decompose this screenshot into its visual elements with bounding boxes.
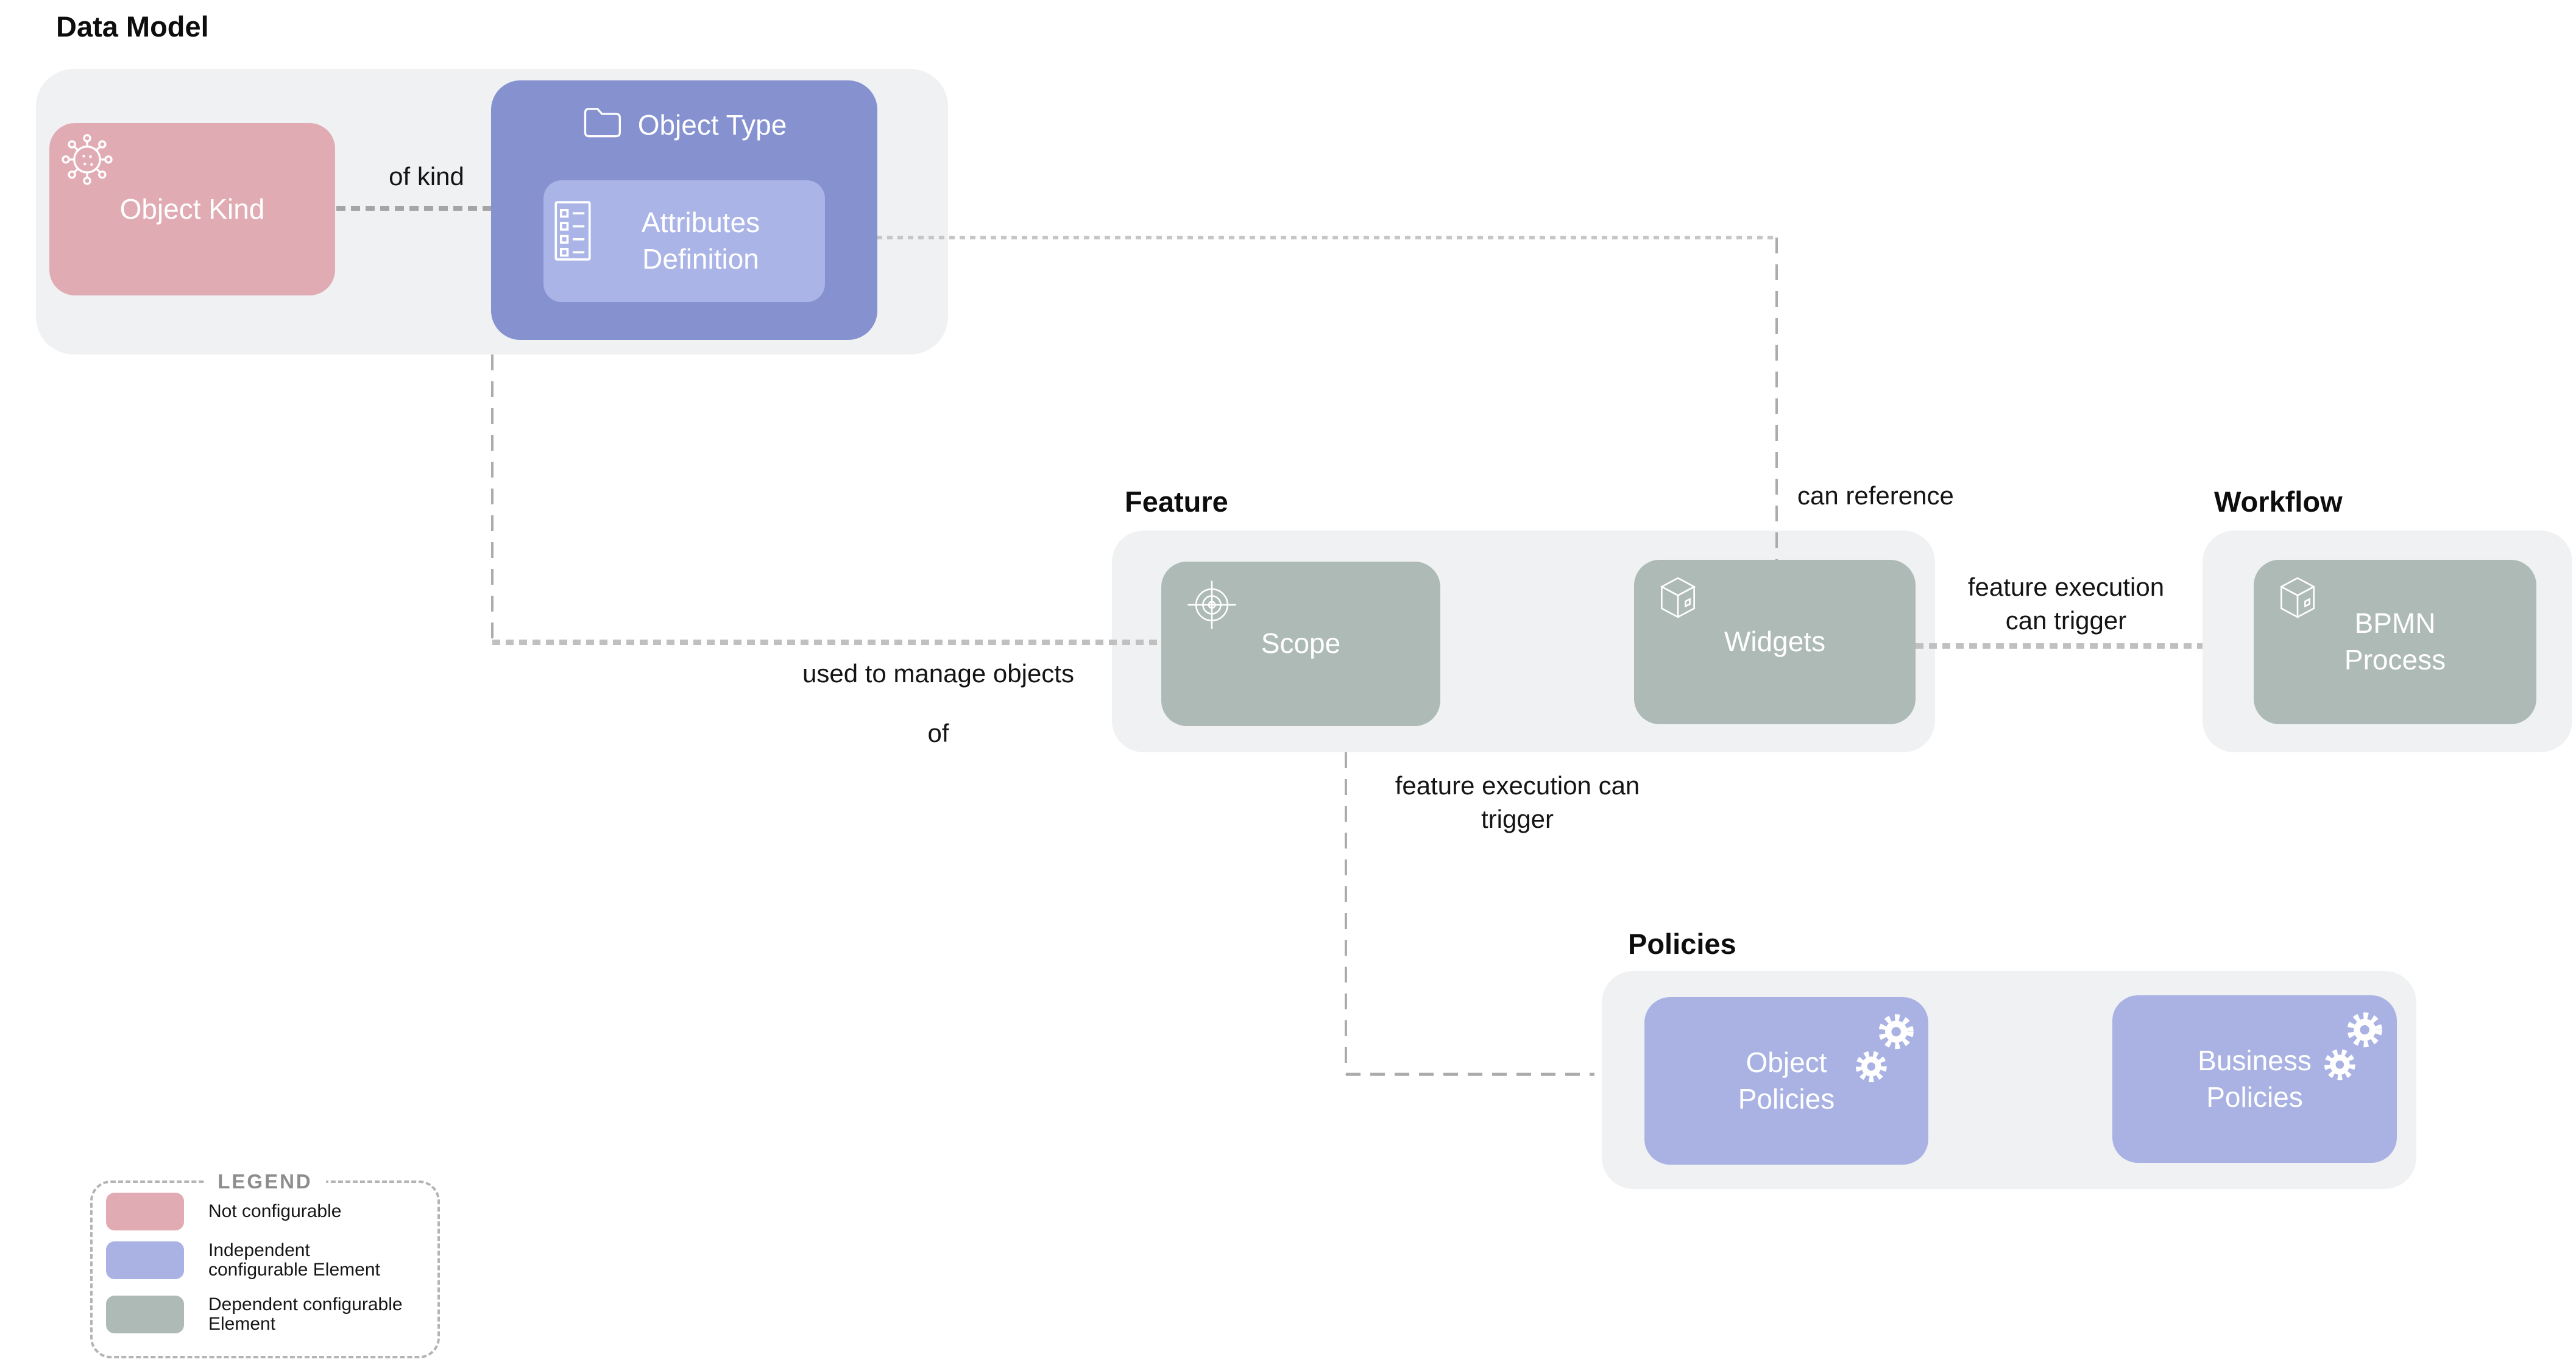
feature-trigger-right-line1: feature execution — [1967, 573, 2165, 601]
data-model-title: Data Model — [56, 10, 209, 43]
box-icon — [2278, 576, 2317, 619]
legend-label: Not configurable — [208, 1201, 342, 1221]
legend-label: Independent configurable Element — [208, 1240, 380, 1280]
folder-icon — [582, 104, 622, 147]
widgets-to-bpmn-line — [1916, 643, 2203, 649]
data-model-drop-vertical-line — [491, 355, 494, 641]
feature-trigger-down-line1: feature execution can — [1395, 771, 1640, 800]
object-kind-label: Object Kind — [119, 192, 265, 225]
bpmn-process-label: BPMN Process — [2344, 607, 2446, 676]
business-policies-label: Business Policies — [2198, 1044, 2312, 1113]
used-to-manage-label-line1: used to manage objects — [802, 659, 1074, 688]
workflow-title: Workflow — [2214, 485, 2343, 518]
can-reference-label: can reference — [1797, 481, 1954, 510]
legend-swatch-purple — [106, 1241, 184, 1280]
object-policies-label: Object Policies — [1738, 1046, 1835, 1115]
legend-item-independent: Independent configurable Element — [106, 1240, 413, 1280]
feature-drop-vertical-line — [1345, 752, 1347, 1074]
object-kind-node: Object Kind — [49, 123, 335, 295]
target-icon — [1186, 579, 1238, 631]
can-reference-vertical-line — [1775, 238, 1778, 560]
widgets-label: Widgets — [1724, 626, 1826, 658]
attributes-definition-node: Attributes Definition — [543, 180, 825, 302]
policies-title: Policies — [1628, 928, 1736, 960]
legend-swatch-pink — [106, 1193, 184, 1230]
feature-trigger-down-line2: trigger — [1481, 805, 1554, 834]
attributes-definition-label: Attributes Definition — [641, 206, 760, 275]
gears-icon — [2318, 1003, 2390, 1101]
legend-item-not-configurable: Not configurable — [106, 1193, 413, 1230]
list-icon — [553, 194, 592, 268]
data-model-to-scope-horizontal-line — [492, 640, 1161, 645]
legend-swatch-sage — [106, 1296, 184, 1334]
legend-item-dependent: Dependent configurable Element — [106, 1294, 413, 1335]
object-policies-node: Object Policies — [1644, 997, 1928, 1165]
widgets-node: Widgets — [1634, 560, 1916, 724]
scope-node: Scope — [1161, 562, 1440, 726]
gears-icon — [1849, 1004, 1921, 1103]
trigger-to-policies-horizontal-line — [1346, 1073, 1594, 1076]
virus-icon — [59, 130, 115, 186]
feature-trigger-down-label: feature execution can trigger — [1351, 769, 1683, 836]
bpmn-process-node: BPMN Process — [2254, 560, 2536, 724]
of-kind-label: of kind — [389, 162, 464, 191]
feature-trigger-right-line2: can trigger — [2005, 606, 2127, 635]
box-icon — [1658, 576, 1697, 619]
feature-title: Feature — [1125, 485, 1228, 518]
legend-title: LEGEND — [204, 1170, 326, 1194]
legend: LEGEND Not configurable Independent conf… — [90, 1170, 440, 1358]
of-kind-connector-line — [336, 206, 491, 211]
feature-trigger-right-label: feature execution can trigger — [1941, 570, 2191, 638]
object-type-label: Object Type — [637, 108, 787, 141]
business-policies-node: Business Policies — [2112, 995, 2397, 1163]
legend-label: Dependent configurable Element — [208, 1294, 403, 1335]
attributes-to-widgets-horizontal-line — [825, 236, 1777, 239]
scope-label: Scope — [1261, 627, 1341, 660]
used-to-manage-label-line2: of — [927, 719, 949, 747]
